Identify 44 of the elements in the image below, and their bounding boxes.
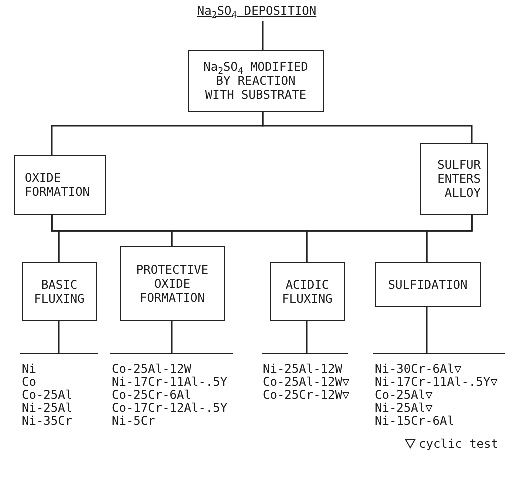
process-box: [375, 262, 481, 307]
process-box: [14, 155, 106, 215]
alloy-name: Co-25Cr-12W▽: [263, 389, 348, 402]
box-label: PROTECTIVE OXIDE FORMATION: [135, 262, 210, 304]
connector-line: [306, 321, 308, 353]
alloy-name: Co-25Al-12W: [112, 363, 192, 376]
alloy-name: Ni-35Cr: [22, 415, 74, 428]
alloy-name: Ni: [22, 363, 38, 376]
alloy-list: [262, 353, 348, 402]
alloy-name: Co-25Al▽: [375, 389, 434, 402]
alloy-list: [373, 353, 505, 428]
connector-line: [426, 215, 473, 262]
alloy-name: Ni-15Cr-6Al: [375, 415, 456, 428]
connector-line: [426, 307, 428, 353]
connector-line: [58, 321, 60, 353]
alloy-list: [110, 353, 233, 428]
alloy-name: Co-25Al-12W▽: [263, 376, 348, 389]
box-label: OXIDE FORMATION: [25, 171, 92, 199]
alloy-name: Ni-17Cr-11Al-.5Y: [112, 376, 229, 389]
process-box: [270, 262, 345, 321]
alloy-name: Ni-30Cr-6Al▽: [375, 363, 463, 376]
legend-text: cyclic test: [419, 437, 498, 451]
connector-line: [262, 112, 473, 143]
connector-line: [262, 21, 264, 50]
alloy-name: Co-25Cr-6Al: [112, 389, 192, 402]
alloy-name: Ni-25Al-12W: [263, 363, 344, 376]
alloy-name: Ni-25Al▽: [375, 402, 434, 415]
alloy-name: Co-17Cr-12Al-.5Y: [112, 402, 229, 415]
process-box: [188, 50, 324, 112]
connector-line: [171, 321, 173, 353]
box-label: BASIC FLUXING: [33, 278, 86, 306]
box-label: Na$_{2}$SO$_{4}$ MODIFIED BY REACTION WITH SUBSTRATE: [202, 60, 310, 102]
box-label: SULFIDATION: [387, 278, 469, 292]
process-box: [420, 143, 488, 215]
process-box: [22, 262, 97, 321]
box-label: SULFUR ENTERS ALLOY: [436, 158, 481, 200]
alloy-name: Ni-5Cr: [112, 415, 156, 428]
alloy-name: Co-25Al: [22, 389, 74, 402]
alloy-name: Co: [22, 376, 38, 389]
alloy-name: Ni-17Cr-11Al-.5Y▽: [375, 376, 499, 389]
alloy-list: [20, 353, 98, 428]
box-label: ACIDIC FLUXING: [281, 278, 334, 306]
process-box: [120, 246, 225, 321]
alloy-name: Ni-25Al: [22, 402, 74, 415]
